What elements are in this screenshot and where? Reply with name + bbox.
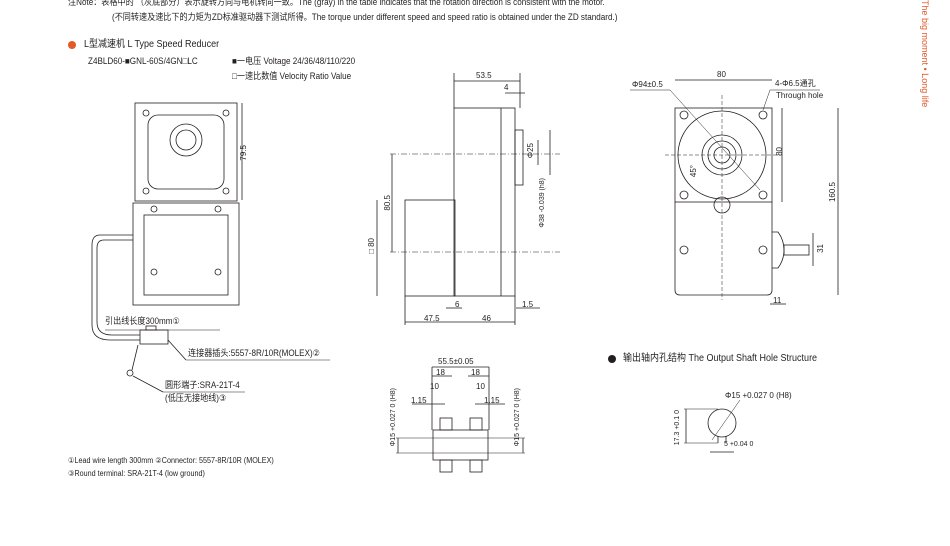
legend-voltage: ■一电压 Voltage 24/36/48/110/220 <box>232 56 356 66</box>
section-title: L型减速机 L Type Speed Reducer <box>84 39 220 50</box>
footnote-2: ③Round terminal: SRA-21T-4 (low ground) <box>68 469 205 478</box>
lead-wire-label: 引出线长度300mm① <box>105 316 180 326</box>
rear-view-drawing <box>630 79 839 305</box>
dim-46: 46 <box>482 314 491 323</box>
orange-bullet-icon <box>68 41 76 49</box>
dim-1-5: 1.5 <box>522 300 534 309</box>
dim-1-15a: 1.15 <box>411 396 427 405</box>
shaft-hole-drawing <box>684 399 741 453</box>
model-number: Z4BLD60-■GNL-60S/4GN□LC <box>88 56 198 66</box>
dim-phi38: Φ38 -0.039 (h8) <box>539 178 546 228</box>
dim-80-top: 80 <box>717 70 726 79</box>
dim-45-deg: 45° <box>689 165 698 178</box>
front-view-drawing <box>91 102 330 393</box>
dim-4: 4 <box>504 83 509 92</box>
dim-phi25: Φ25 <box>526 143 535 159</box>
section-view-drawing <box>396 366 525 473</box>
dim-17-3: 17.3 +0.1 0 <box>674 410 681 446</box>
dim-1-15b: 1.15 <box>484 396 500 405</box>
dim-160-5: 160.5 <box>828 182 837 203</box>
note-line-1: 注Note：表格中的 （灰底部分）表示旋转方向与电机转向一致。The (gray… <box>68 0 605 7</box>
dim-10a: 10 <box>430 382 439 391</box>
dim-sq80: □80 <box>367 238 376 256</box>
holes-label: 4-Φ6.5通孔 <box>775 79 816 88</box>
dim-phi94: Φ94±0.5 <box>632 80 663 89</box>
dim-47-5: 47.5 <box>424 314 440 323</box>
dim-10b: 10 <box>476 382 485 391</box>
dim-79-5: 79.5 <box>239 145 248 161</box>
dim-80-5: 80.5 <box>383 195 392 211</box>
dim-18a: 18 <box>436 368 445 377</box>
holes-label-en: Through hole <box>776 91 824 100</box>
footnote-1: ①Lead wire length 300mm ②Connector: 5557… <box>68 456 274 465</box>
dim-55-5: 55.5±0.05 <box>438 357 474 366</box>
dim-6: 6 <box>455 300 460 309</box>
dim-shaft-phi15: Φ15 +0.027 0 (H8) <box>725 391 792 400</box>
dim-phi15-right: Φ15 +0.027 0 (H8) <box>514 388 521 447</box>
legend-ratio: □一速比数值 Velocity Ratio Value <box>232 71 352 81</box>
terminal-note: (低压无接地线)③ <box>165 393 227 403</box>
dim-31: 31 <box>816 244 825 253</box>
note-line-2: (不同转速及速比下的力矩为ZD标准驱动器下测试所得。The torque und… <box>112 12 618 22</box>
dim-5: 5 +0.04 0 <box>724 441 754 448</box>
connector-label: 连接器插头:5557-8R/10R(MOLEX)② <box>188 348 320 358</box>
terminal-label: 圆形端子:SRA-21T-4 <box>165 380 240 390</box>
dim-11: 11 <box>773 296 782 305</box>
dim-80-side: 80 <box>775 147 784 156</box>
shaft-hole-title: 输出轴内孔结构 The Output Shaft Hole Structure <box>623 353 818 364</box>
dim-18b: 18 <box>471 368 480 377</box>
dim-53-5: 53.5 <box>476 71 492 80</box>
side-banner: The big moment • Long life <box>920 0 930 108</box>
side-view-drawing <box>376 73 560 325</box>
dim-phi15-left: Φ15 +0.027 0 (H8) <box>390 388 397 447</box>
black-bullet-icon <box>608 355 616 363</box>
